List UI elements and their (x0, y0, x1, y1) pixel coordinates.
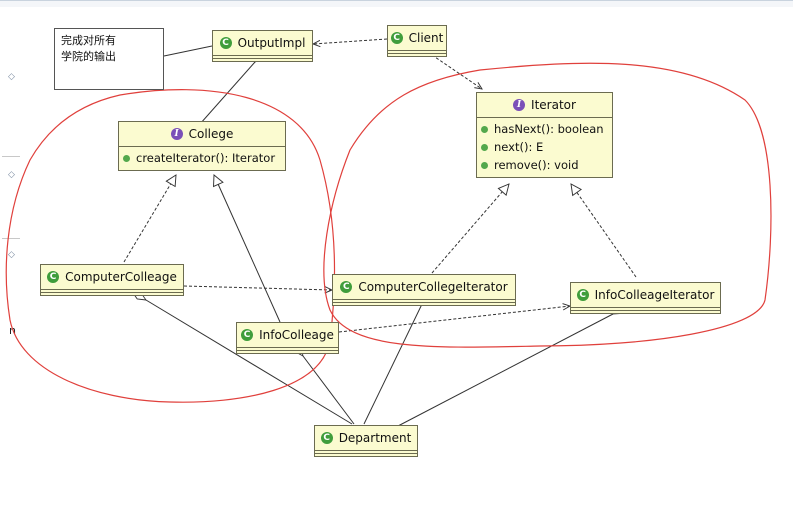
operation-item: next(): E (481, 138, 608, 156)
class-icon: C (576, 289, 589, 301)
class-name: ComputerCollegeIterator (358, 280, 508, 294)
editor-top-border (0, 0, 793, 7)
class-name: InfoColleageIterator (594, 288, 715, 302)
note-link-line (163, 45, 213, 57)
fold-marker-icon[interactable]: ◇ (8, 250, 15, 260)
operation-item: hasNext(): boolean (481, 120, 608, 138)
dependency-computercolleage-iterator (183, 285, 332, 290)
class-icon: C (47, 271, 60, 283)
operation-icon (481, 143, 488, 151)
realization-computercolleage-college (123, 175, 176, 263)
class-name: ComputerColleage (65, 270, 177, 284)
interface-iterator[interactable]: I Iterator hasNext(): boolean next(): E r… (476, 92, 613, 178)
class-name: InfoColleage (259, 328, 334, 342)
class-icon: C (340, 281, 353, 293)
fold-marker-icon[interactable]: ◇ (8, 72, 15, 82)
class-client[interactable]: C Client (387, 25, 447, 57)
note-line: 完成对所有 (61, 34, 116, 47)
realization-infocolleageiterator-iterator (571, 184, 637, 278)
class-icon: C (320, 432, 333, 444)
operation-item: createIterator(): Iterator (123, 149, 281, 167)
comment-note[interactable]: 完成对所有 学院的输出 (54, 28, 164, 90)
operation-icon (481, 161, 488, 169)
annotation-circle-iterator (323, 62, 772, 348)
class-name: Client (408, 31, 444, 45)
fold-marker-icon[interactable]: ◇ (8, 170, 15, 180)
aggregation-computercollegeiterator-department (363, 302, 423, 425)
interface-name: College (188, 127, 234, 141)
interface-icon: I (513, 99, 526, 111)
class-computer-colleage[interactable]: C ComputerColleage (40, 264, 184, 296)
class-name: OutputImpl (237, 36, 306, 50)
operation-icon (123, 154, 130, 162)
class-name: Department (338, 431, 412, 445)
gutter-separator (2, 156, 20, 157)
dependency-client-outputimpl (313, 38, 388, 44)
class-department[interactable]: C Department (314, 425, 418, 457)
dependency-client-iterator (431, 54, 482, 89)
aggregation-infocolleage-department (303, 356, 355, 425)
class-output-impl[interactable]: C OutputImpl (212, 30, 313, 62)
class-info-colleage[interactable]: C InfoColleage (236, 322, 339, 354)
realization-infocolleage-college (214, 175, 281, 323)
aggregation-infocolleageiterator-department (397, 314, 613, 427)
gutter-separator (2, 238, 20, 239)
aggregation-computercolleage-department (146, 300, 353, 425)
dependency-infocolleage-iterator (338, 306, 570, 333)
annotation-circle-college (5, 89, 336, 403)
realization-computercollegeiterator-iterator (431, 184, 509, 274)
interface-college[interactable]: I College createIterator(): Iterator (118, 121, 286, 171)
class-info-colleage-iterator[interactable]: C InfoColleageIterator (570, 282, 721, 314)
operation-item: remove(): void (481, 156, 608, 174)
class-computer-college-iterator[interactable]: C ComputerCollegeIterator (332, 274, 516, 306)
note-line: 学院的输出 (61, 50, 116, 63)
class-icon: C (241, 329, 254, 341)
class-icon: C (219, 37, 232, 49)
interface-icon: I (170, 128, 183, 140)
class-icon: C (390, 32, 403, 44)
operation-icon (481, 125, 488, 133)
interface-name: Iterator (531, 98, 576, 112)
